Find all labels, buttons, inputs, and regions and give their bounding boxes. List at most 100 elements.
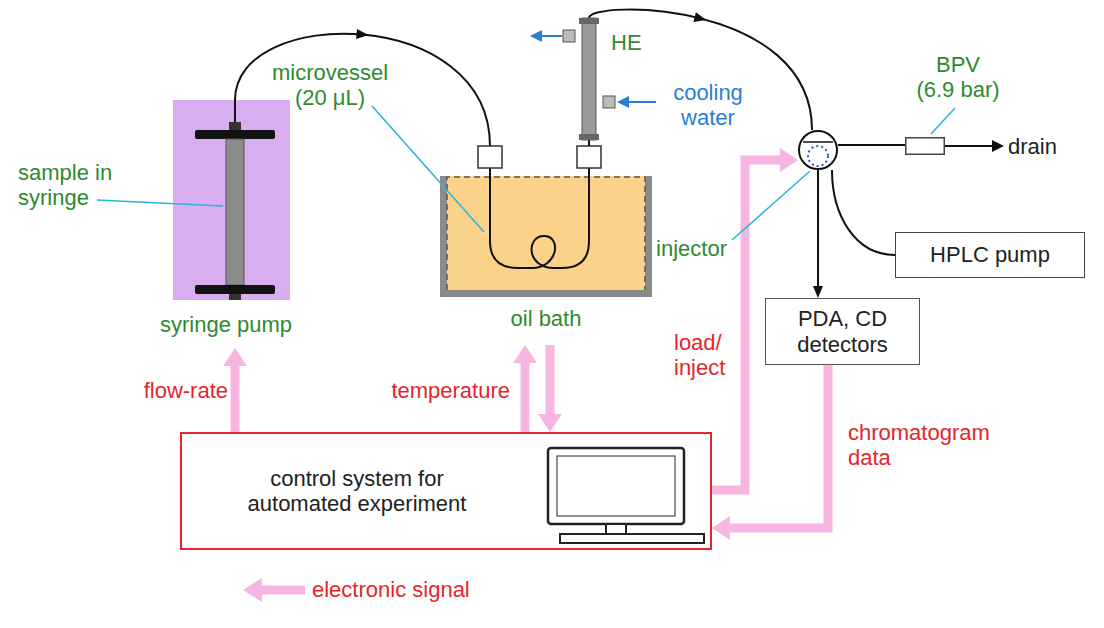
syringe-pump-part (173, 100, 290, 300)
node-text: BPV (6.9 bar) (915, 52, 1001, 103)
control-system-box-part (548, 448, 684, 524)
signal-line (231, 364, 240, 432)
signal-arrowhead (513, 345, 537, 363)
control-system-box-part (560, 534, 704, 543)
node-text: injector (645, 236, 727, 261)
tubing-line (589, 10, 812, 130)
text-holder: drain (1008, 134, 1068, 159)
syringe-pump-part (195, 285, 275, 294)
text-holder: chromatogram data (848, 420, 1003, 471)
cooling-water-in-head (617, 96, 629, 108)
control-system-box-part (557, 456, 675, 516)
control-system-box: control system for automated experiment (180, 432, 712, 550)
cooling-water-out-head (530, 30, 542, 42)
signal-arrow (538, 345, 562, 432)
tubing-line (589, 140, 590, 146)
injector-valve-drawing (798, 130, 838, 170)
text-holder: load/ inject (674, 330, 736, 381)
heat-exchanger-part (579, 134, 599, 140)
flow-arrowhead (356, 29, 368, 39)
legend-signal-arrowhead (243, 578, 262, 602)
tubing-segment (817, 170, 819, 288)
text-holder: oil bath (440, 306, 652, 331)
signal-arrow (712, 365, 828, 540)
heat-exchanger-part (603, 96, 615, 108)
injector-valve-part (808, 146, 828, 166)
leader-line (931, 108, 955, 134)
heat-exchanger: HE (575, 18, 603, 140)
microvessel-coil (490, 168, 589, 268)
text-holder: syringe pump (141, 312, 311, 337)
back-pressure-valve-drawing (905, 137, 945, 155)
text-holder: temperature (350, 378, 510, 403)
syringe-pump-part (226, 139, 244, 285)
oil-bath: oil bath (440, 146, 652, 345)
tubing-line (838, 145, 905, 146)
detector-box: PDA, CD detectors (765, 298, 920, 365)
heat-exchanger-drawing (575, 18, 603, 140)
signal-arrowhead (538, 414, 562, 432)
signal-label: load/ inject (674, 330, 736, 381)
text-holder: injector (645, 236, 727, 261)
part-label: sample in syringe (18, 160, 118, 211)
node-text: oil bath (440, 306, 652, 331)
signal-label: chromatogram data (848, 420, 1003, 471)
oil-bath-part (478, 146, 502, 168)
legend-text: electronic signal (312, 577, 532, 602)
signal-arrowhead (223, 348, 247, 366)
tubing-curve (832, 170, 895, 255)
text-holder: HE (611, 30, 661, 55)
hplc-pump-box: HPLC pump (895, 232, 1085, 278)
syringe-pump-drawing (141, 100, 311, 348)
flow-arrowhead (813, 286, 823, 298)
leader-line (372, 106, 484, 232)
node-text: control system for automated experiment (227, 466, 487, 517)
syringe-pump-part (229, 122, 241, 130)
drain-arrowhead (992, 140, 1004, 152)
text-holder: sample in syringe (18, 160, 118, 211)
back-pressure-valve: BPV (6.9 bar) (905, 137, 945, 155)
leader-line (97, 200, 223, 206)
text-holder: microvessel (20 μL) (265, 60, 395, 111)
signal-arrowhead (780, 148, 798, 172)
tubing-segment (838, 144, 905, 146)
oil-bath-part (447, 176, 645, 290)
tubing-line (832, 170, 895, 255)
node-text: PDA, CD detectors (775, 306, 910, 357)
signal-arrowhead (712, 516, 730, 540)
part-label: drain (1008, 134, 1068, 159)
tubing-segment (588, 140, 590, 146)
control-system-box-part (606, 524, 626, 534)
syringe-pump-part (234, 100, 236, 124)
text-holder: cooling water (658, 80, 758, 131)
part-label: cooling water (658, 80, 758, 131)
text-holder: flow-rate (138, 378, 228, 403)
back-pressure-valve-part (906, 138, 945, 155)
legend-signal-arrow (260, 586, 305, 595)
injector-valve-part (799, 131, 837, 169)
node-text: HPLC pump (905, 242, 1075, 267)
heat-exchanger-part (563, 30, 575, 42)
signal-line (521, 361, 530, 432)
drain-line (945, 145, 994, 147)
oil-bath-part (447, 177, 645, 290)
tubing-line (813, 170, 823, 298)
flow-arrowhead (693, 12, 706, 22)
signal-arrow (513, 345, 537, 432)
node-text: HE (611, 30, 661, 55)
injector-valve-part (803, 141, 833, 143)
signal-line (546, 345, 555, 416)
syringe-pump-part (229, 294, 241, 300)
cooling-water-in-line (628, 101, 656, 103)
signal-label: flow-rate (138, 378, 228, 403)
leader-line (732, 171, 810, 240)
signal-label: temperature (350, 378, 510, 403)
signal-line (728, 365, 828, 528)
heat-exchanger-part (582, 18, 596, 140)
text-holder: electronic signal (312, 577, 532, 602)
heat-exchanger-part (579, 18, 599, 24)
oil-bath-part (577, 146, 601, 168)
text-holder: control system for automated experiment (227, 466, 487, 517)
syringe-pump: syringe pump (141, 100, 311, 348)
